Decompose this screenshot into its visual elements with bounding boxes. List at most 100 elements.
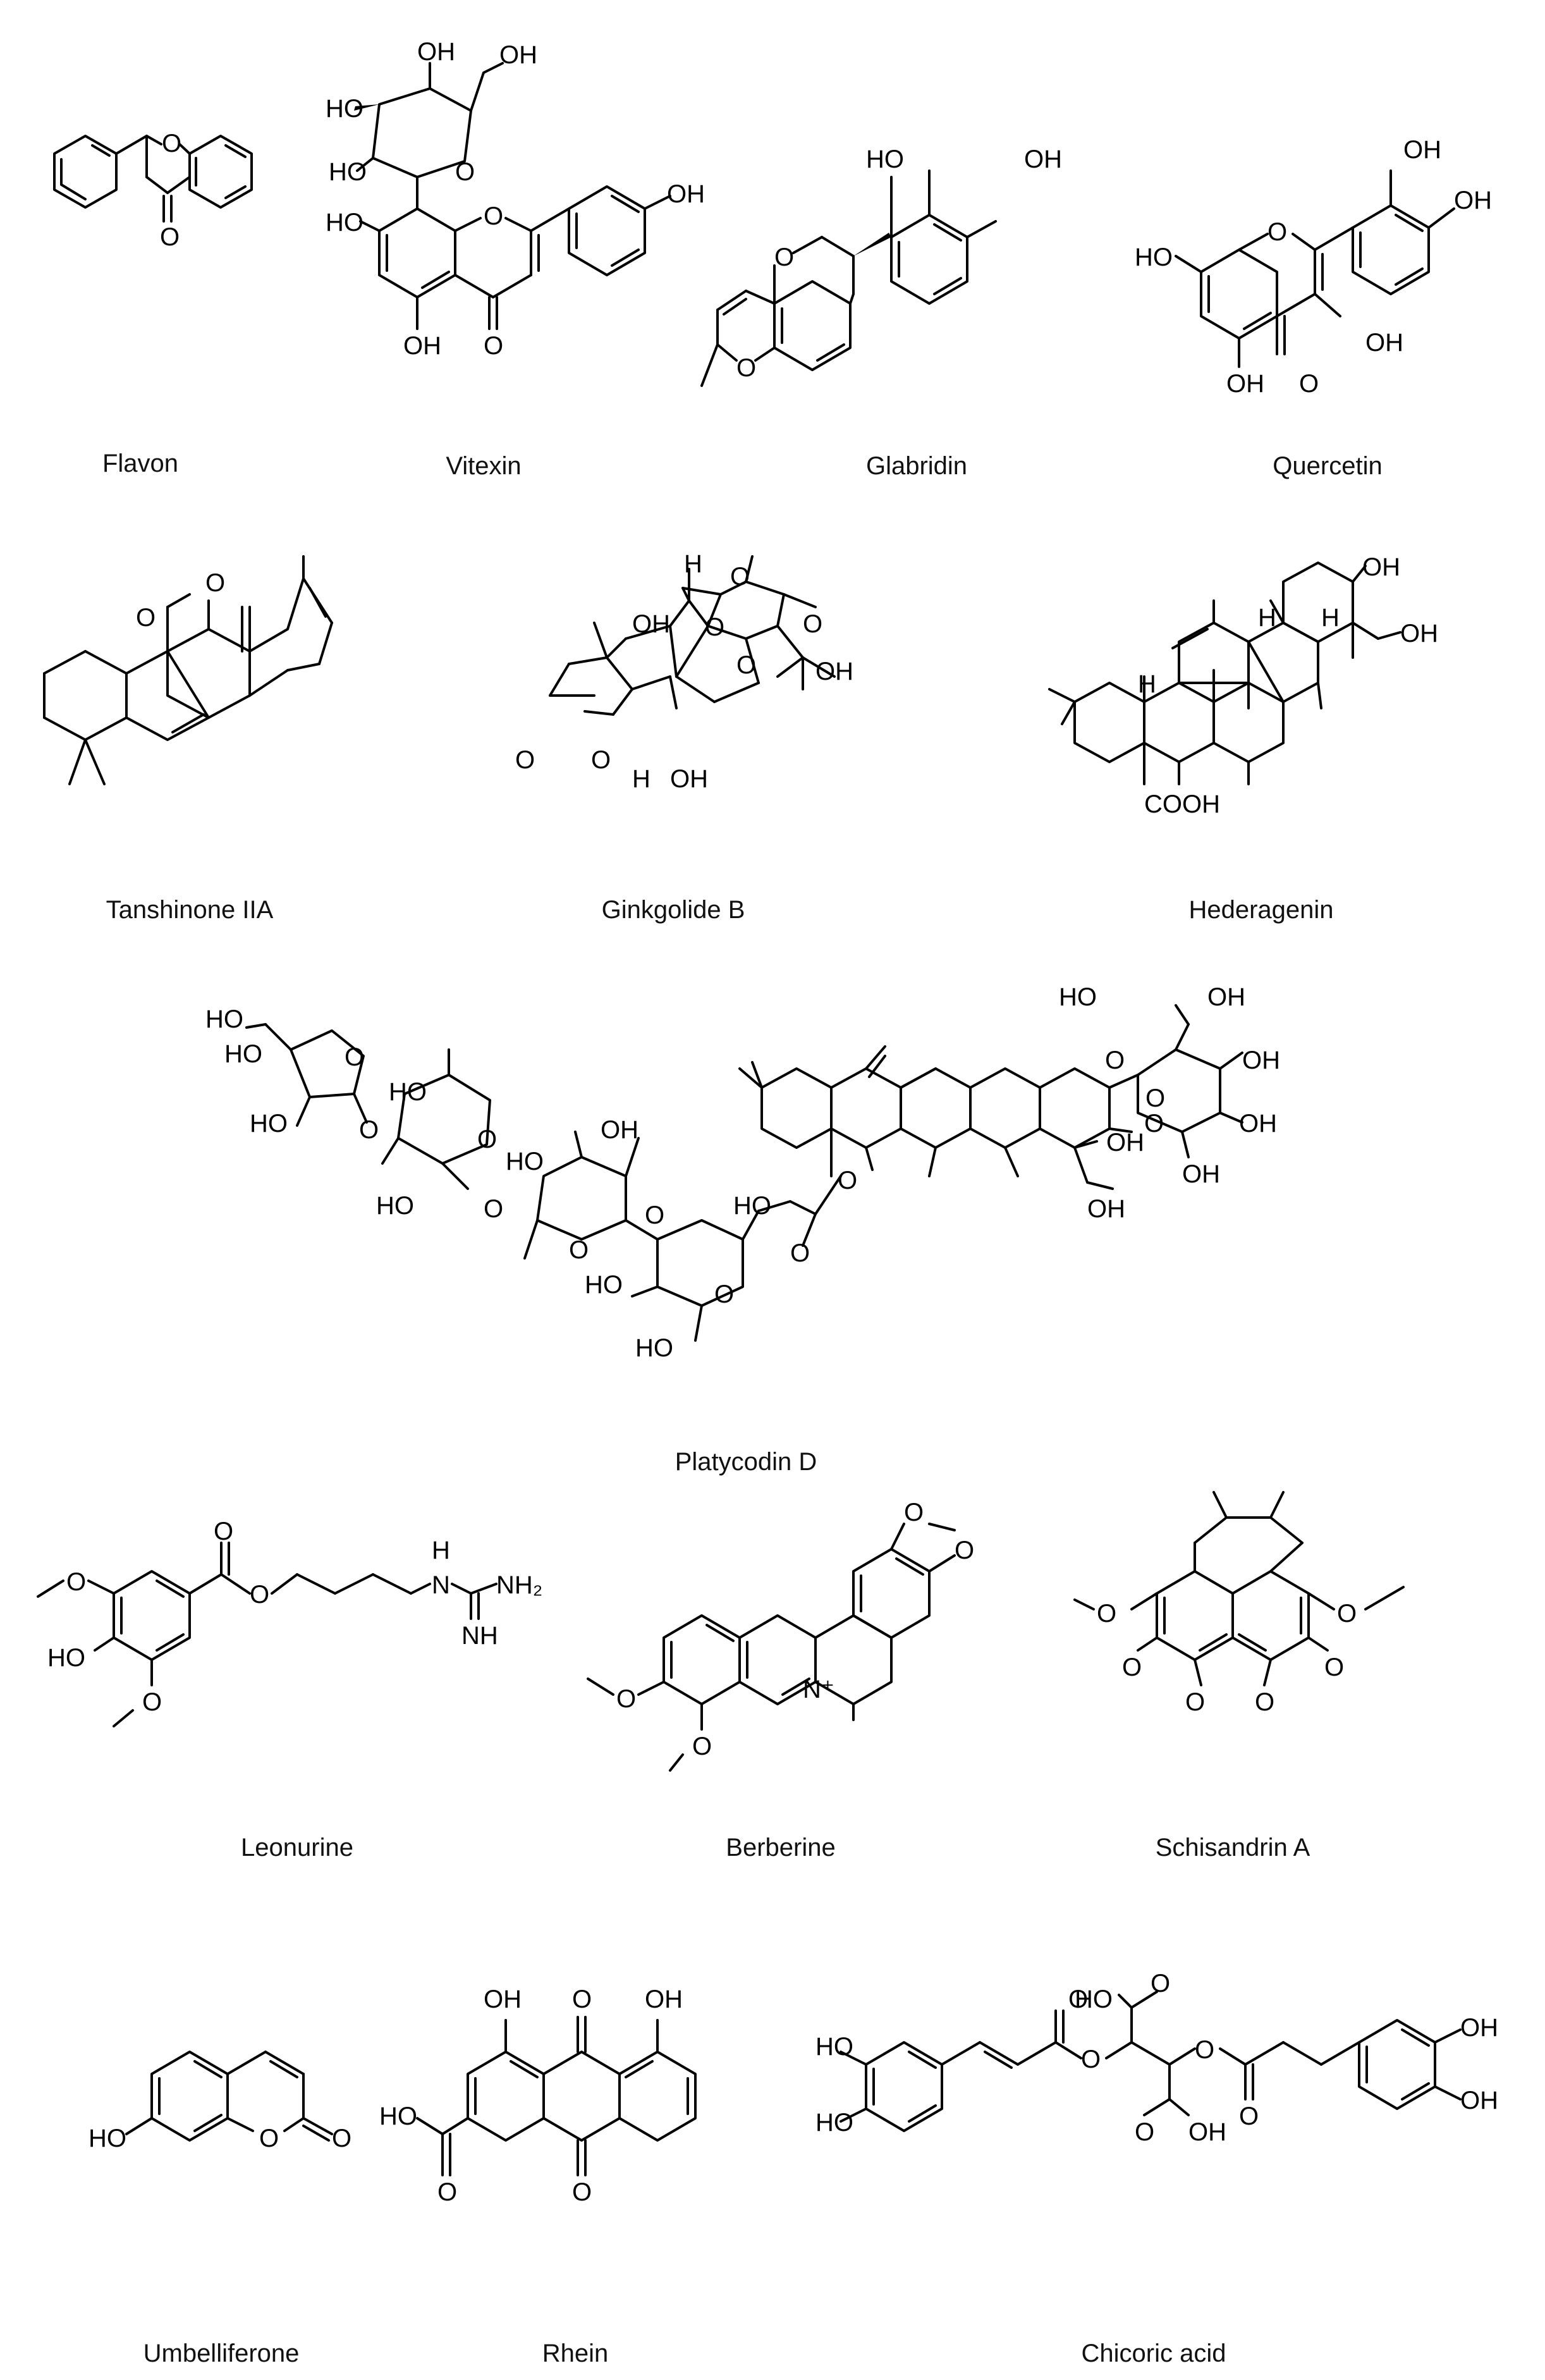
berberine-skeleton (587, 1523, 956, 1772)
schisandrin-atom: O (1122, 1653, 1142, 1681)
vitexin-atom: HO (326, 209, 363, 236)
flavon-atom: O (162, 130, 181, 157)
compound-name: Glabridin (866, 452, 967, 480)
chicoric-atom: HO (815, 2033, 853, 2061)
platycodin-atom: O (1145, 1084, 1165, 1112)
quercetin-atom: OH (1365, 329, 1403, 357)
chicoric-atom: OH (1188, 2118, 1226, 2146)
tanshinone-atom: O (205, 569, 225, 597)
tanshinone-skeleton (43, 555, 333, 785)
ginkgolide-atom: O (591, 746, 611, 774)
platycodin-atom: O (714, 1280, 734, 1308)
leonurine-skeleton (37, 1542, 498, 1727)
platycodin-atom: O (569, 1236, 589, 1264)
compound-name: Vitexin (446, 452, 521, 480)
umbelliferone-atom: O (259, 2125, 279, 2152)
hederagenin-atom: COOH (1144, 790, 1220, 818)
chicoric-atom: O (1239, 2102, 1259, 2130)
leonurine-atom: NH₂ (496, 1571, 542, 1599)
chicoric-skeleton (840, 1990, 1462, 2132)
vitexin-atom: OH (403, 332, 441, 360)
platycodin-atom: OH (1106, 1129, 1144, 1156)
platycodin-atom: O (345, 1043, 364, 1071)
platycodin-atom: HO (585, 1271, 623, 1299)
rhein-atom: O (437, 2178, 457, 2206)
ginkgolide-atom: OH (815, 658, 853, 685)
umbelliferone-atom: O (332, 2125, 351, 2152)
compound-name: Platycodin D (675, 1448, 817, 1476)
leonurine-atom: O (66, 1568, 86, 1596)
chicoric-atom: O (1068, 1985, 1088, 2013)
rhein-skeleton (416, 2016, 697, 2176)
structure-chicoric: HO O HO HO O O O O OH O OH OH Chicoric a… (815, 1970, 1498, 2367)
quercetin-atom: OH (1454, 187, 1492, 214)
platycodin-atom: HO (224, 1040, 262, 1068)
ginkgolide-atom: OH (670, 765, 708, 793)
compound-name: Umbelliferone (144, 2340, 300, 2367)
chicoric-atom: O (1195, 2036, 1214, 2064)
vitexin-atom: O (455, 158, 475, 186)
platycodin-atom: HO (376, 1192, 414, 1220)
platycodin-skeleton (245, 1004, 1243, 1342)
schisandrin-atom: O (1185, 1688, 1205, 1716)
quercetin-skeleton (1175, 169, 1455, 368)
ginkgolide-atom: O (730, 563, 750, 591)
glabridin-atom: OH (1024, 145, 1062, 173)
structure-vitexin: OH OH HO HO O HO O OH OH O Vitexin (326, 38, 705, 480)
hederagenin-atom: OH (1362, 553, 1400, 581)
rhein-atom: OH (645, 1985, 683, 2013)
quercetin-atom: O (1267, 218, 1287, 246)
vitexin-atom: OH (417, 38, 455, 66)
compound-name: Leonurine (241, 1834, 353, 1862)
vitexin-atom: OH (667, 180, 705, 208)
chicoric-atom: HO (1075, 1985, 1113, 2013)
glabridin-atom: HO (866, 145, 904, 173)
quercetin-atom: OH (1226, 370, 1264, 398)
structure-leonurine: O O O HO O H N NH₂ NH Leonurine (37, 1518, 542, 1862)
platycodin-atom: OH (1239, 1110, 1277, 1138)
structure-schisandrin: O O O O O O Schisandrin A (1073, 1491, 1405, 1862)
flavon-skeleton (53, 135, 253, 223)
hederagenin-atom: H (1138, 670, 1156, 698)
compound-name: Flavon (102, 450, 178, 477)
platycodin-atom: O (1144, 1110, 1164, 1138)
umbelliferone-atom: HO (89, 2125, 126, 2152)
vitexin-atom: HO (326, 95, 363, 123)
ginkgolide-atom: O (736, 651, 756, 679)
structure-berberine: O O O N⁺ O Berberine (587, 1499, 974, 1862)
platycodin-atom: O (359, 1116, 379, 1144)
leonurine-atom: O (250, 1581, 269, 1609)
structure-umbelliferone: HO O O Umbelliferone (89, 2051, 351, 2367)
rhein-atom: O (572, 2178, 592, 2206)
platycodin-atom: OH (1087, 1195, 1125, 1223)
platycodin-atom: O (838, 1167, 857, 1194)
vitexin-atom: OH (499, 41, 537, 69)
platycodin-atom: O (477, 1126, 497, 1153)
structure-quercetin: OH OH HO O OH OH O Quercetin (1135, 136, 1492, 480)
ginkgolide-atom: O (705, 613, 724, 641)
structure-rhein: OH O OH HO O O Rhein (379, 1985, 697, 2367)
leonurine-atom: O (142, 1688, 162, 1716)
ginkgolide-atom: H (632, 765, 650, 793)
rhein-atom: O (572, 1985, 592, 2013)
chicoric-atom: OH (1460, 2014, 1498, 2042)
vitexin-skeleton (354, 62, 671, 330)
leonurine-atom: O (214, 1518, 233, 1545)
compound-name: Rhein (542, 2340, 609, 2367)
platycodin-atom: HO (205, 1005, 243, 1033)
hederagenin-atom: OH (1400, 620, 1438, 647)
platycodin-atom: OH (601, 1116, 638, 1144)
berberine-atom: N⁺ (803, 1676, 834, 1703)
compound-name: Quercetin (1273, 452, 1382, 480)
platycodin-atom: OH (1182, 1160, 1220, 1188)
berberine-atom: O (616, 1685, 636, 1713)
compound-name: Schisandrin A (1156, 1834, 1310, 1862)
compound-name: Chicoric acid (1082, 2340, 1226, 2367)
platycodin-atom: HO (506, 1148, 544, 1175)
berberine-atom: O (955, 1537, 974, 1564)
glabridin-skeleton (700, 169, 997, 387)
schisandrin-atom: O (1255, 1688, 1274, 1716)
quercetin-atom: HO (1135, 243, 1173, 271)
